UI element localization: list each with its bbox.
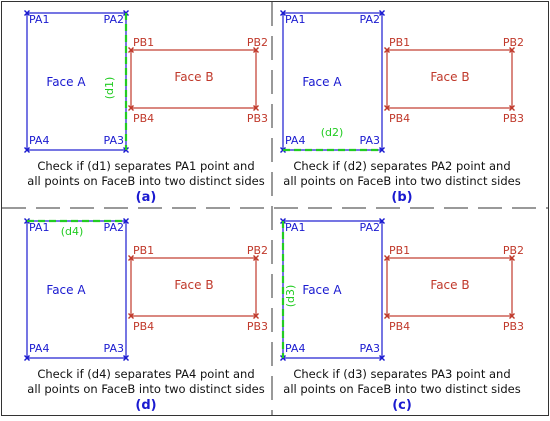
pb3-label: PB3 [503, 112, 524, 125]
pb4-label: PB4 [133, 320, 154, 333]
face-b-rect [130, 257, 257, 317]
pb3-label: PB3 [503, 320, 524, 333]
pb1-label: PB1 [389, 244, 410, 257]
caption-line-2: all points on FaceB into two distinct si… [283, 174, 520, 188]
pa-marker-2 [379, 218, 385, 224]
face-b-rect [386, 49, 513, 109]
pb-marker-3 [509, 313, 515, 319]
pb2-label: PB2 [503, 36, 524, 49]
pa4-label: PA4 [29, 342, 49, 355]
pb-marker-4 [128, 313, 134, 319]
pa1-label: PA1 [285, 221, 305, 234]
panel-tag: (a) [136, 190, 157, 205]
pb1-label: PB1 [133, 244, 154, 257]
pa1-label: PA1 [285, 13, 305, 26]
pa-marker-4 [24, 355, 30, 361]
pb-marker-4 [384, 105, 390, 111]
caption-line-1: Check if (d4) separates PA4 point and [37, 367, 254, 381]
pb-marker-4 [384, 313, 390, 319]
face-b-label: Face B [430, 278, 469, 292]
pb-marker-1 [128, 255, 134, 261]
separator-label: (d4) [61, 225, 84, 238]
pa3-label: PA3 [104, 342, 124, 355]
pa-marker-1 [24, 10, 30, 16]
pb-marker-3 [509, 105, 515, 111]
face-a-label: Face A [302, 75, 342, 89]
pa3-label: PA3 [104, 134, 124, 147]
caption-line-1: Check if (d1) separates PA1 point and [37, 159, 254, 173]
pa-marker-3 [123, 355, 129, 361]
pa2-label: PA2 [360, 13, 380, 26]
pa-marker-1 [280, 10, 286, 16]
face-b-rect [130, 49, 257, 109]
pa-marker-4 [24, 147, 30, 153]
panel-tag: (c) [392, 398, 412, 413]
face-b-label: Face B [430, 70, 469, 84]
pa2-label: PA2 [360, 221, 380, 234]
separator-label: (d3) [284, 285, 297, 308]
face-b-label: Face B [174, 70, 213, 84]
pb-marker-1 [384, 255, 390, 261]
pa-marker-2 [379, 10, 385, 16]
face-a-label: Face A [302, 283, 342, 297]
pa-marker-2 [123, 218, 129, 224]
pa1-label: PA1 [29, 221, 49, 234]
pa2-label: PA2 [104, 221, 124, 234]
caption-line-2: all points on FaceB into two distinct si… [27, 382, 264, 396]
pa4-label: PA4 [285, 134, 305, 147]
pa-marker-3 [379, 355, 385, 361]
pb-marker-3 [253, 313, 259, 319]
pb-marker-2 [509, 255, 515, 261]
pa4-label: PA4 [285, 342, 305, 355]
pa4-label: PA4 [29, 134, 49, 147]
pb4-label: PB4 [389, 320, 410, 333]
pa-marker-3 [379, 147, 385, 153]
pb-marker-1 [384, 47, 390, 53]
pa2-label: PA2 [104, 13, 124, 26]
pb-marker-4 [128, 105, 134, 111]
panel-tag: (b) [391, 190, 412, 205]
pb-marker-2 [253, 255, 259, 261]
separator-label: (d1) [103, 77, 116, 100]
pb-marker-2 [509, 47, 515, 53]
pb-marker-2 [253, 47, 259, 53]
pa3-label: PA3 [360, 134, 380, 147]
panel-tag: (d) [135, 398, 156, 413]
pb3-label: PB3 [247, 112, 268, 125]
pb2-label: PB2 [503, 244, 524, 257]
face-b-rect [386, 257, 513, 317]
caption-line-2: all points on FaceB into two distinct si… [27, 174, 264, 188]
pb1-label: PB1 [389, 36, 410, 49]
pb2-label: PB2 [247, 36, 268, 49]
pb3-label: PB3 [247, 320, 268, 333]
caption-line-1: Check if (d3) separates PA3 point and [293, 367, 510, 381]
face-b-label: Face B [174, 278, 213, 292]
pb-marker-3 [253, 105, 259, 111]
separator-label: (d2) [321, 126, 344, 139]
pb4-label: PB4 [133, 112, 154, 125]
face-a-label: Face A [46, 75, 86, 89]
pb2-label: PB2 [247, 244, 268, 257]
pb4-label: PB4 [389, 112, 410, 125]
caption-line-2: all points on FaceB into two distinct si… [283, 382, 520, 396]
pa3-label: PA3 [360, 342, 380, 355]
pb-marker-1 [128, 47, 134, 53]
pb1-label: PB1 [133, 36, 154, 49]
caption-line-1: Check if (d2) separates PA2 point and [293, 159, 510, 173]
pa1-label: PA1 [29, 13, 49, 26]
face-a-label: Face A [46, 283, 86, 297]
